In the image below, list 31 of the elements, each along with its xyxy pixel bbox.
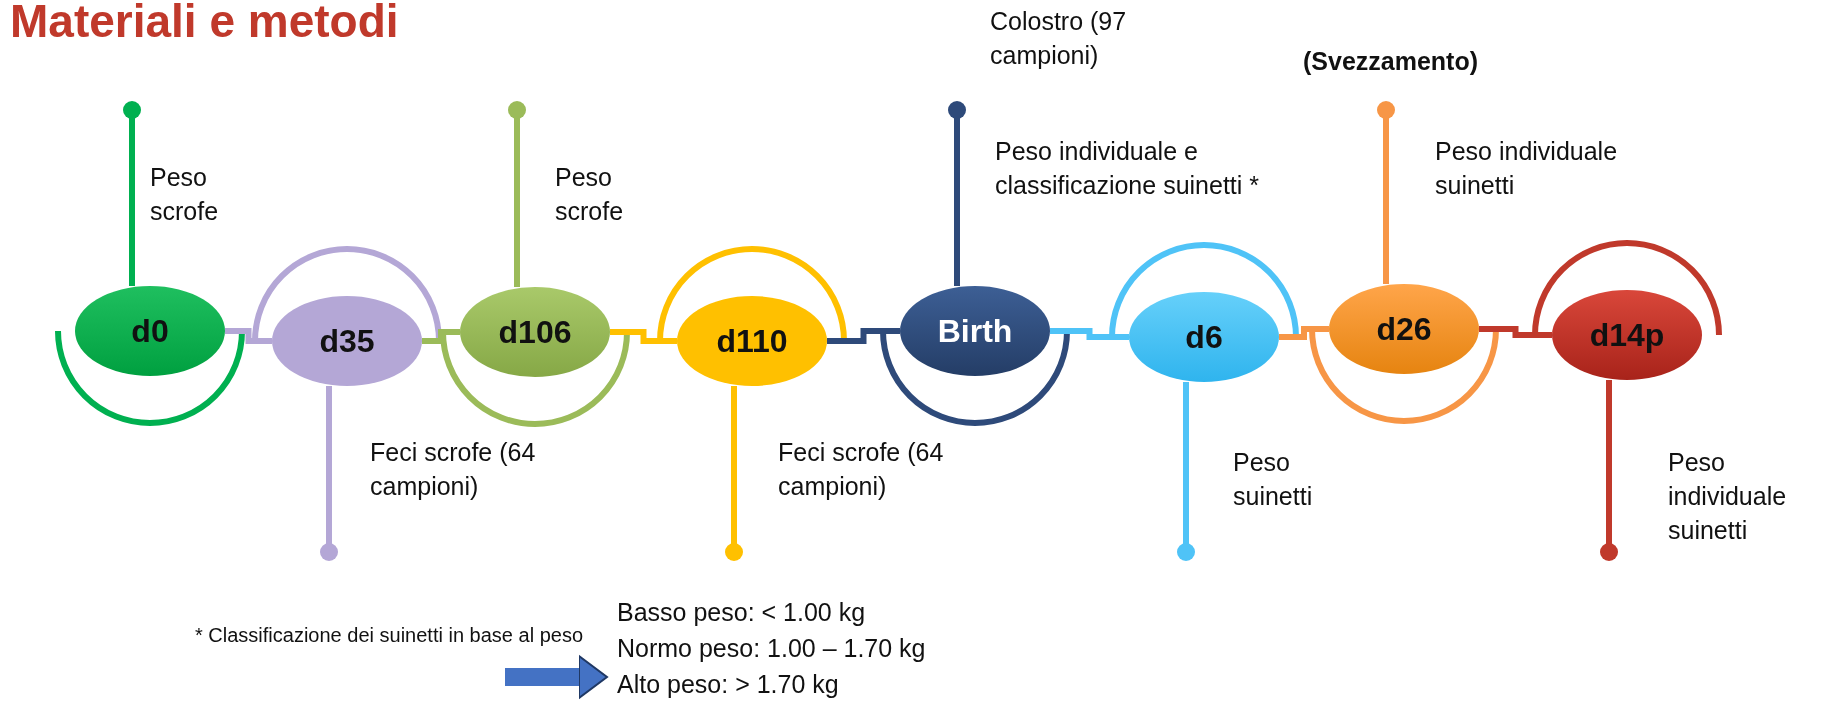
milestone-ellipse: d0	[75, 286, 225, 376]
annotation-text: Colostro (97 campioni)	[990, 6, 1128, 71]
annotation-text: Peso individuale e classificazione suinetti *	[995, 136, 1260, 201]
weight-class-text: Normo peso: 1.00 – 1.70 kg	[617, 633, 926, 664]
timeline-line	[1050, 328, 1129, 340]
annotation-text: Peso suinetti	[1233, 447, 1314, 512]
annotation-text: Feci scrofe (64 campioni)	[370, 437, 537, 502]
timeline-line	[1279, 326, 1329, 340]
footnote-text: * Classificazione dei suinetti in base al peso	[195, 623, 583, 648]
weight-class-text: Alto peso: > 1.70 kg	[617, 669, 839, 700]
slide-title: Materiali e metodi	[10, 0, 399, 48]
annotation-text: Peso scrofe	[150, 162, 220, 227]
annotation-text: Feci scrofe (64 campioni)	[778, 437, 945, 502]
timeline-line	[225, 328, 272, 344]
arrow	[505, 655, 608, 699]
annotation-text: Peso scrofe	[555, 162, 625, 227]
annotation-text: Peso individuale suinetti	[1668, 447, 1788, 546]
timeline-line	[422, 329, 460, 344]
timeline-line	[610, 329, 677, 344]
annotation-text: Peso individuale suinetti	[1435, 136, 1619, 201]
timeline-line	[1479, 326, 1552, 338]
milestone-ellipse: d35	[272, 296, 422, 386]
milestone-ellipse: d14p	[1552, 290, 1702, 380]
milestone-ellipse: d26	[1329, 284, 1479, 374]
milestone-ellipse: d110	[677, 296, 827, 386]
milestone-ellipse: Birth	[900, 286, 1050, 376]
milestone-ellipse: d106	[460, 287, 610, 377]
timeline-line	[827, 328, 900, 344]
weight-class-text: Basso peso: < 1.00 kg	[617, 597, 866, 628]
annotation-text: (Svezzamento)	[1303, 46, 1480, 77]
milestone-ellipse: d6	[1129, 292, 1279, 382]
